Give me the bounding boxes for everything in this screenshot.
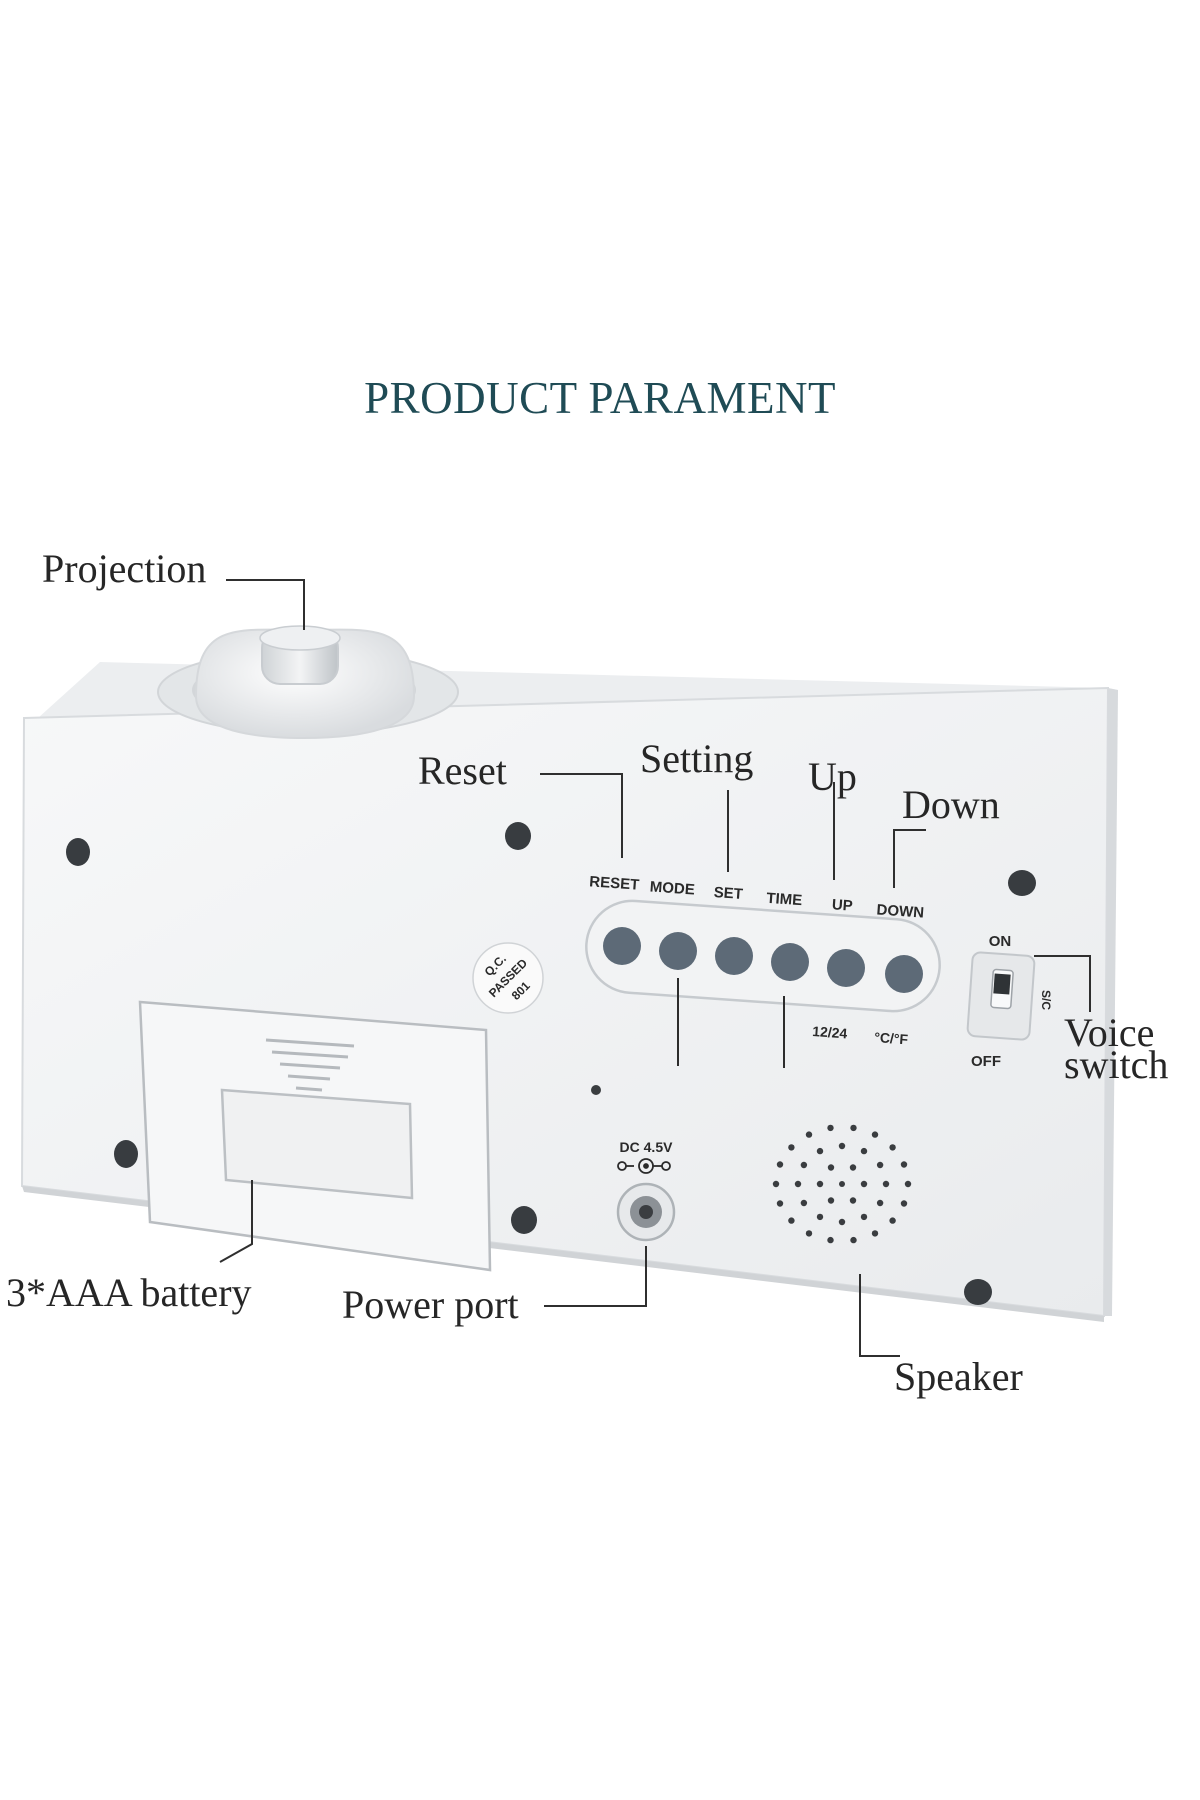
speaker-hole — [871, 1230, 879, 1237]
battery-cover-grip-icon — [265, 1038, 355, 1092]
speaker-hole — [800, 1161, 808, 1169]
dc-polarity-icon — [617, 1158, 671, 1174]
callout-battery: 3*AAA battery — [6, 1270, 252, 1315]
button-label-set: SET — [713, 884, 743, 903]
speaker-hole — [788, 1144, 795, 1151]
battery-cover — [138, 1000, 492, 1272]
speaker-hole — [882, 1180, 890, 1188]
down-button[interactable] — [885, 955, 923, 993]
qc-sticker: Q.C. PASSED 801 — [472, 942, 544, 1014]
callout-power-port: Power port — [342, 1282, 519, 1327]
page-title: PRODUCT PARAMENT — [364, 373, 836, 423]
speaker-hole — [838, 1218, 846, 1226]
speaker-hole — [871, 1131, 879, 1138]
screw-hole — [1008, 870, 1036, 896]
callout-voice-switch-line2: switch — [1064, 1042, 1168, 1087]
leader-power-port — [544, 1246, 647, 1307]
speaker-grille — [772, 1124, 912, 1244]
callout-speaker: Speaker — [894, 1354, 1023, 1399]
speaker-hole — [889, 1217, 896, 1224]
speaker-hole — [876, 1161, 884, 1169]
speaker-hole — [816, 1213, 824, 1221]
callout-up: Up — [808, 754, 857, 799]
screw-hole — [511, 1206, 537, 1234]
switch-off-label: OFF — [971, 1053, 1001, 1070]
button-label-reset: RESET — [589, 873, 640, 893]
set-button[interactable] — [715, 937, 753, 975]
screw-holes — [66, 822, 1036, 1305]
speaker-hole — [794, 1180, 802, 1188]
label-c-f: °C/°F — [874, 1029, 909, 1047]
switch-on-label: ON — [989, 933, 1012, 950]
label-12-24: 12/24 — [812, 1023, 848, 1041]
reset-button[interactable] — [603, 927, 641, 965]
speaker-hole — [904, 1180, 912, 1188]
speaker-hole — [860, 1147, 868, 1155]
power-port: DC 4.5V — [616, 1139, 676, 1242]
speaker-hole — [788, 1217, 795, 1224]
button-tick-marks — [677, 978, 785, 1068]
speaker-hole — [860, 1213, 868, 1221]
speaker-hole — [805, 1230, 813, 1237]
switch-side-label: S/C — [1039, 990, 1053, 1010]
speaker-hole — [827, 1164, 835, 1171]
screw-hole — [964, 1279, 992, 1305]
speaker-hole — [849, 1164, 857, 1171]
speaker-hole — [816, 1180, 824, 1188]
speaker-hole — [838, 1142, 846, 1150]
dc-label: DC 4.5V — [620, 1139, 674, 1155]
speaker-hole — [839, 1181, 845, 1187]
voice-switch[interactable]: ON OFF S/C — [966, 933, 1053, 1070]
speaker-hole — [827, 1197, 835, 1204]
leader-lines — [219, 579, 1091, 1357]
leader-down — [893, 829, 926, 888]
callout-reset: Reset — [418, 748, 507, 793]
speaker-hole — [860, 1180, 868, 1188]
screw-hole — [114, 1140, 138, 1168]
speaker-hole — [849, 1197, 857, 1204]
speaker-hole — [900, 1200, 908, 1207]
button-label-mode: MODE — [649, 878, 695, 898]
speaker-hole — [850, 1124, 857, 1132]
speaker-hole — [805, 1131, 813, 1138]
callout-setting: Setting — [640, 736, 753, 781]
speaker-hole — [776, 1161, 784, 1168]
speaker-hole — [889, 1144, 896, 1151]
button-label-up: UP — [831, 896, 853, 914]
speaker-hole — [772, 1180, 780, 1188]
callout-voice-switch-line1: Voice — [1064, 1010, 1154, 1055]
button-label-down: DOWN — [876, 901, 925, 921]
mode-button[interactable] — [659, 932, 697, 970]
speaker-hole — [827, 1236, 834, 1244]
speaker-hole — [900, 1161, 908, 1168]
leader-voice-switch — [1034, 955, 1091, 1012]
screw-hole — [505, 822, 531, 850]
speaker-hole — [850, 1236, 857, 1244]
leader-reset — [540, 773, 623, 858]
projection-dome — [157, 625, 459, 740]
speaker-hole — [827, 1124, 834, 1132]
mic-hole — [591, 1085, 601, 1095]
speaker-hole — [876, 1199, 884, 1207]
callout-projection: Projection — [42, 546, 206, 591]
leader-projection — [226, 579, 305, 630]
callout-labels: Projection Reset Setting Up Down Voice s… — [6, 546, 1168, 1399]
callout-down: Down — [902, 782, 1000, 827]
speaker-hole — [800, 1199, 808, 1207]
up-button[interactable] — [827, 949, 865, 987]
leader-speaker — [859, 1274, 900, 1357]
speaker-hole — [776, 1200, 784, 1207]
button-label-time: TIME — [766, 890, 803, 909]
leader-battery — [219, 1180, 253, 1263]
button-panel: RESET MODE SET TIME UP DOWN 12/24 °C/°F — [585, 873, 941, 1047]
time-button[interactable] — [771, 943, 809, 981]
speaker-hole — [816, 1147, 824, 1155]
screw-hole — [66, 838, 90, 866]
